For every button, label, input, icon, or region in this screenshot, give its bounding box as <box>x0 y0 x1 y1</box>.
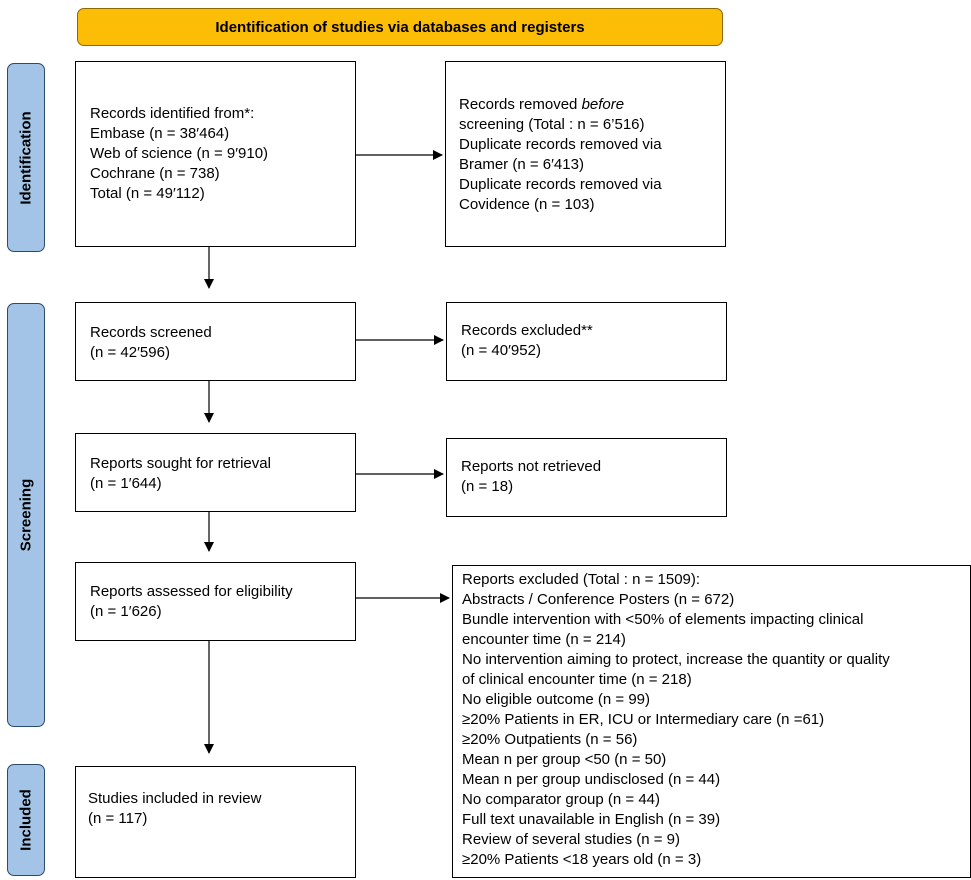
box-line: Covidence (n = 103) <box>459 196 595 213</box>
box-line: No comparator group (n = 44) <box>462 791 661 808</box>
box-line: (n = 40′952) <box>461 342 541 359</box>
diagram-header: Identification of studies via databases … <box>77 8 723 46</box>
box-line: Total (n = 49′112) <box>90 185 205 202</box>
box-line: Review of several studies (n = 9) <box>462 831 681 848</box>
box-line: ≥20% Patients <18 years old (n = 3) <box>462 851 702 868</box>
phase-included: Included <box>7 764 45 876</box>
box-line: ≥20% Patients in ER, ICU or Intermediary… <box>462 711 825 728</box>
phase-screening: Screening <box>7 303 45 727</box>
box-line: Bundle intervention with <50% of element… <box>462 611 864 628</box>
box-line: Records screened <box>90 324 212 341</box>
box-line: Mean n per group <50 (n = 50) <box>462 751 667 768</box>
box-reports-assessed: Reports assessed for eligibility (n = 1′… <box>75 562 356 641</box>
box-reports-not-retrieved: Reports not retrieved (n = 18) <box>446 438 727 517</box>
box-line: Records removed before <box>459 95 725 115</box>
box-line: screening (Total : n = 6’516) <box>459 116 645 133</box>
box-line: Cochrane (n = 738) <box>90 165 220 182</box>
box-records-removed: Records removed before screening (Total … <box>445 61 726 247</box>
box-line: Embase (n = 38′464) <box>90 125 230 142</box>
box-line: ≥20% Outpatients (n = 56) <box>462 731 638 748</box>
box-line: of clinical encounter time (n = 218) <box>462 671 692 688</box>
box-line: (n = 42′596) <box>90 344 170 361</box>
box-line: Abstracts / Conference Posters (n = 672) <box>462 591 735 608</box>
box-text-emphasis: before <box>581 96 625 113</box>
box-line: Records identified from*: <box>90 105 255 122</box>
box-records-identified: Records identified from*: Embase (n = 38… <box>75 61 356 247</box>
box-line: Studies included in review <box>88 790 262 807</box>
box-line: Mean n per group undisclosed (n = 44) <box>462 771 721 788</box>
box-records-screened: Records screened (n = 42′596) <box>75 302 356 381</box>
box-line: (n = 1′644) <box>90 475 162 492</box>
box-line: (n = 18) <box>461 478 514 495</box>
box-line: encounter time (n = 214) <box>462 631 626 648</box>
box-line: Reports assessed for eligibility <box>90 583 293 600</box>
box-line: Bramer (n = 6′413) <box>459 156 584 173</box>
phase-identification: Identification <box>7 63 45 252</box>
box-line: Reports excluded (Total : n = 1509): <box>462 571 701 588</box>
header-title: Identification of studies via databases … <box>215 18 585 36</box>
box-reports-excluded: Reports excluded (Total : n = 1509): Abs… <box>452 565 971 878</box>
box-line: Web of science (n = 9′910) <box>90 145 269 162</box>
box-line: Reports not retrieved <box>461 458 602 475</box>
box-reports-sought: Reports sought for retrieval (n = 1′644) <box>75 433 356 512</box>
box-line: Reports sought for retrieval <box>90 455 271 472</box>
box-line: Duplicate records removed via <box>459 136 662 153</box>
box-studies-included: Studies included in review (n = 117) <box>75 766 356 878</box>
box-line: (n = 1′626) <box>90 603 162 620</box>
box-line: Duplicate records removed via <box>459 176 662 193</box>
box-line: (n = 117) <box>88 810 148 827</box>
box-records-excluded: Records excluded** (n = 40′952) <box>446 302 727 381</box>
box-line: No intervention aiming to protect, incre… <box>462 651 890 668</box>
box-line: No eligible outcome (n = 99) <box>462 691 651 708</box>
box-line: Full text unavailable in English (n = 39… <box>462 811 721 828</box>
box-text: Records removed <box>459 96 582 113</box>
box-line: Records excluded** <box>461 322 593 339</box>
